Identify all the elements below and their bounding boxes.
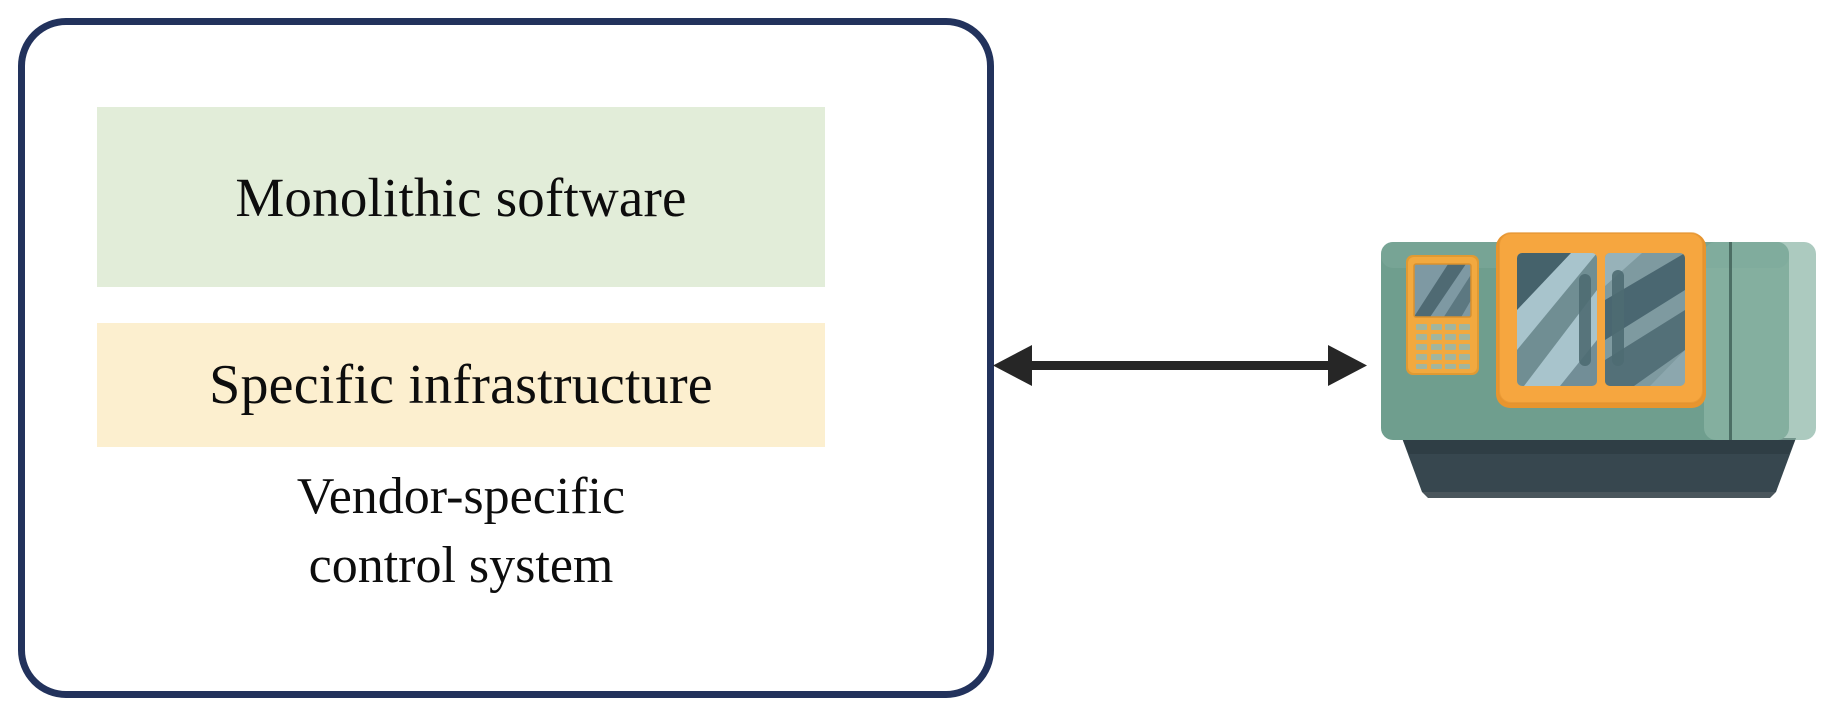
control-system-caption: Vendor-specific control system	[97, 463, 825, 600]
band-specific-infrastructure: Specific infrastructure	[97, 323, 825, 447]
cnc-machine-icon	[1381, 232, 1816, 498]
band-label-specific-infrastructure: Specific infrastructure	[209, 354, 713, 416]
band-label-monolithic-software: Monolithic software	[235, 166, 687, 228]
cnc-machine-illustration	[1374, 230, 1824, 500]
band-monolithic-software: Monolithic software	[97, 107, 825, 287]
bidirectional-arrow	[993, 338, 1367, 392]
caption-line-1: Vendor-specific	[296, 468, 626, 525]
double-arrow-icon	[993, 345, 1367, 386]
vendor-control-system-box: Monolithic software Specific infrastruct…	[18, 18, 994, 698]
caption-line-2: control system	[308, 536, 614, 594]
